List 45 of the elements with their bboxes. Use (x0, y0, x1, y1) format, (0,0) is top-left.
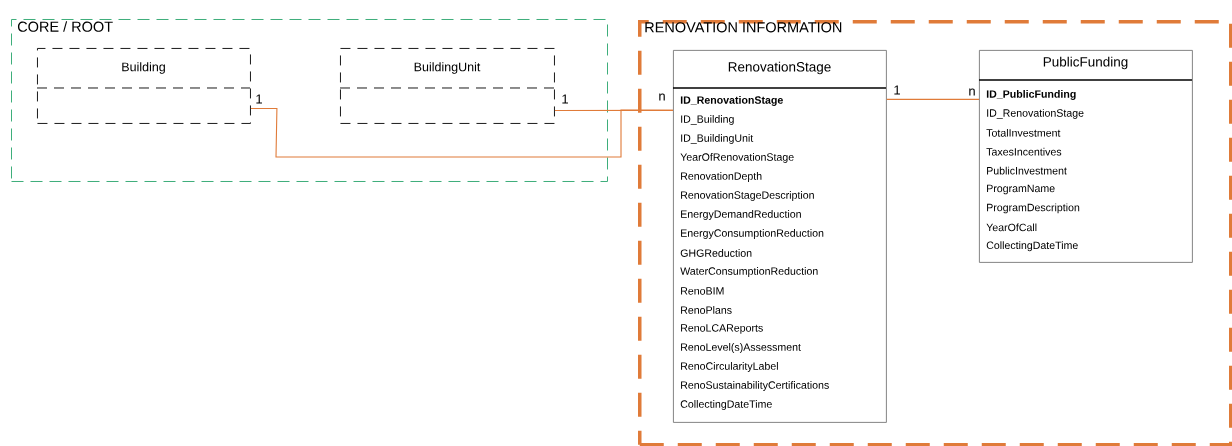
field-name: RenovationStageDescription (681, 191, 814, 201)
entity-table (978, 50, 1193, 263)
field-name: RenoCircularityLabel (681, 362, 778, 372)
field-name: ID_PublicFunding (986, 90, 1076, 100)
cardinality-label: n (969, 88, 975, 96)
group-frame (638, 20, 1232, 446)
field-name: TaxesIncentives (986, 147, 1062, 156)
connector-line (554, 109, 674, 111)
cardinality-label: 1 (562, 94, 568, 104)
field-name: RenoSustainabilityCertifications (681, 381, 829, 391)
cardinality-label: 1 (256, 94, 262, 104)
field-name: ProgramDescription (987, 203, 1080, 214)
field-name: RenoBIM (681, 287, 724, 295)
entity-box (36, 48, 251, 124)
field-name: CollectingDateTime (680, 400, 772, 410)
entity-table (672, 50, 887, 423)
group-frame (11, 19, 608, 182)
cardinality-label: n (659, 93, 665, 101)
field-name: ID_RenovationStage (680, 96, 783, 106)
field-name: YearOfRenovationStage (680, 153, 794, 163)
field-name: PublicInvestment (987, 166, 1067, 175)
field-name: WaterConsumptionReduction (680, 267, 818, 277)
field-name: TotalInvestment (986, 128, 1061, 137)
group-title: CORE / ROOT (17, 21, 113, 32)
cardinality-label: 1 (894, 85, 900, 95)
field-name: YearOfCall (986, 223, 1037, 232)
field-name: EnergyDemandReduction (681, 210, 801, 220)
group-title: RENOVATION INFORMATION (645, 22, 842, 33)
entity-name: Building (122, 62, 165, 74)
entity-name: BuildingUnit (414, 62, 481, 74)
field-name: RenoPlans (681, 306, 732, 314)
field-name: EnergyConsumptionReduction (681, 229, 824, 239)
field-name: ID_Building (681, 115, 734, 125)
field-name: RenoLevel(s)Assessment (681, 343, 801, 353)
field-name: CollectingDateTime (986, 241, 1078, 252)
entity-box (339, 48, 555, 124)
field-name: RenoLCAReports (681, 324, 763, 334)
field-name: ID_BuildingUnit (681, 134, 754, 144)
field-name: GHGReduction (680, 249, 752, 257)
field-name: RenovationDepth (681, 172, 762, 182)
field-name: ID_RenovationStage (987, 108, 1084, 119)
connector-line (886, 98, 980, 100)
field-name: ProgramName (987, 184, 1055, 195)
table-title: RenovationStage (728, 61, 831, 75)
table-title: PublicFunding (1043, 56, 1128, 70)
